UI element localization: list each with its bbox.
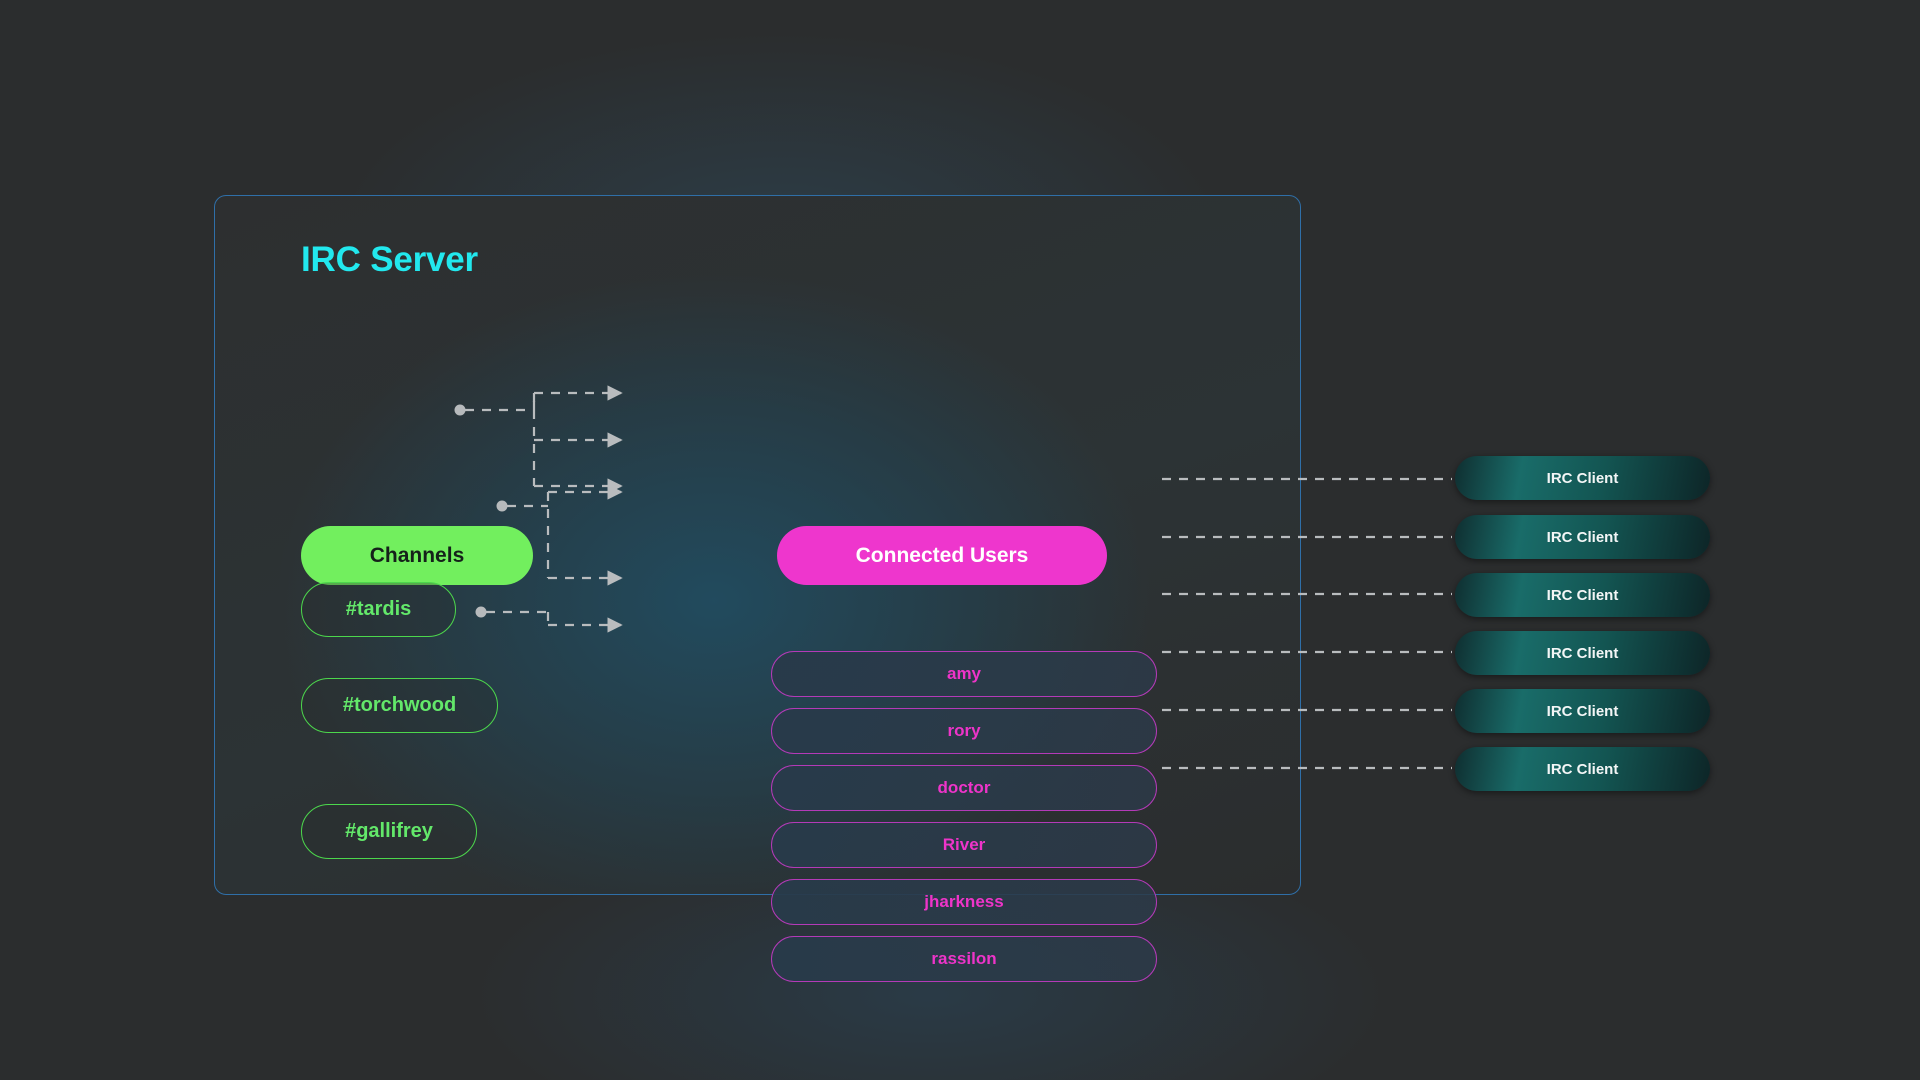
irc-client-node-rassilon[interactable]: IRC Client — [1455, 747, 1710, 791]
edge-dot-torchwood — [496, 500, 508, 512]
edge-dot-gallifrey — [475, 606, 487, 618]
edge-dot-tardis — [454, 404, 466, 416]
section-header-connected-users: Connected Users — [777, 526, 1107, 585]
irc-client-node-amy[interactable]: IRC Client — [1455, 456, 1710, 500]
page-title: IRC Server — [301, 240, 478, 279]
user-node-river[interactable]: River — [771, 822, 1157, 868]
channel-node-tardis[interactable]: #tardis — [301, 582, 456, 637]
irc-client-node-doctor[interactable]: IRC Client — [1455, 573, 1710, 617]
irc-client-node-jharkness[interactable]: IRC Client — [1455, 689, 1710, 733]
irc-server-container: IRC Server Channels Connected Users #tar… — [214, 195, 1301, 982]
channel-node-torchwood[interactable]: #torchwood — [301, 678, 498, 733]
user-node-amy[interactable]: amy — [771, 651, 1157, 697]
channel-node-gallifrey[interactable]: #gallifrey — [301, 804, 477, 859]
user-node-rassilon[interactable]: rassilon — [771, 936, 1157, 982]
section-header-channels: Channels — [301, 526, 533, 585]
user-node-doctor[interactable]: doctor — [771, 765, 1157, 811]
irc-client-node-rory[interactable]: IRC Client — [1455, 515, 1710, 559]
user-node-rory[interactable]: rory — [771, 708, 1157, 754]
irc-client-node-river[interactable]: IRC Client — [1455, 631, 1710, 675]
user-node-jharkness[interactable]: jharkness — [771, 879, 1157, 925]
